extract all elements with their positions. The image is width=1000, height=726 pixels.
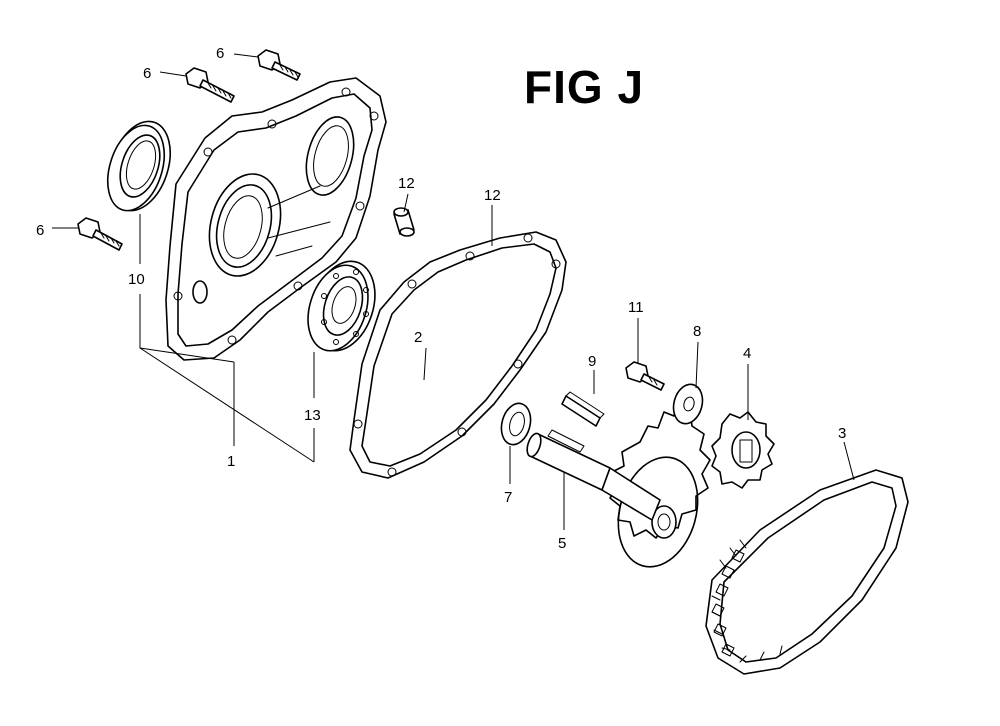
oil-seal-10 — [106, 120, 171, 212]
callout-12-upper: 12 — [398, 175, 415, 192]
chain-3 — [705, 469, 909, 675]
callout-7: 7 — [504, 489, 512, 506]
callout-5: 5 — [558, 535, 566, 552]
dowel-pin-12-upper — [393, 207, 415, 237]
bolt-6-left — [77, 217, 123, 251]
gasket-2 — [349, 231, 567, 479]
callout-11: 11 — [628, 299, 644, 316]
callout-3: 3 — [838, 425, 846, 442]
callout-9: 9 — [588, 353, 596, 370]
callout-8: 8 — [693, 323, 701, 340]
driven-shaft-sprocket-5 — [526, 399, 711, 568]
figure-title: FIG J — [524, 61, 645, 113]
callout-13: 13 — [304, 407, 321, 424]
bearing-13 — [307, 260, 376, 352]
callout-2: 12 — [484, 187, 501, 204]
drive-sprocket-4 — [711, 411, 775, 489]
leader-lines — [52, 53, 855, 530]
callout-6-left: 6 — [36, 222, 44, 239]
bolt-6-middle — [185, 67, 235, 103]
washer-7 — [500, 402, 532, 446]
callout-labels: 6 6 6 10 12 12 2 13 1 11 9 8 4 3 7 5 — [36, 45, 846, 552]
callout-6-top: 6 — [216, 45, 224, 62]
callout-12-lower: 2 — [414, 329, 422, 346]
callout-10: 10 — [128, 271, 145, 288]
bolt-6-top — [257, 49, 301, 81]
callout-6-middle: 6 — [143, 65, 151, 82]
washer-8 — [672, 383, 704, 425]
callout-1: 1 — [227, 453, 235, 470]
bolt-11 — [625, 361, 665, 391]
callout-4: 4 — [743, 345, 751, 362]
key-9 — [561, 391, 605, 427]
